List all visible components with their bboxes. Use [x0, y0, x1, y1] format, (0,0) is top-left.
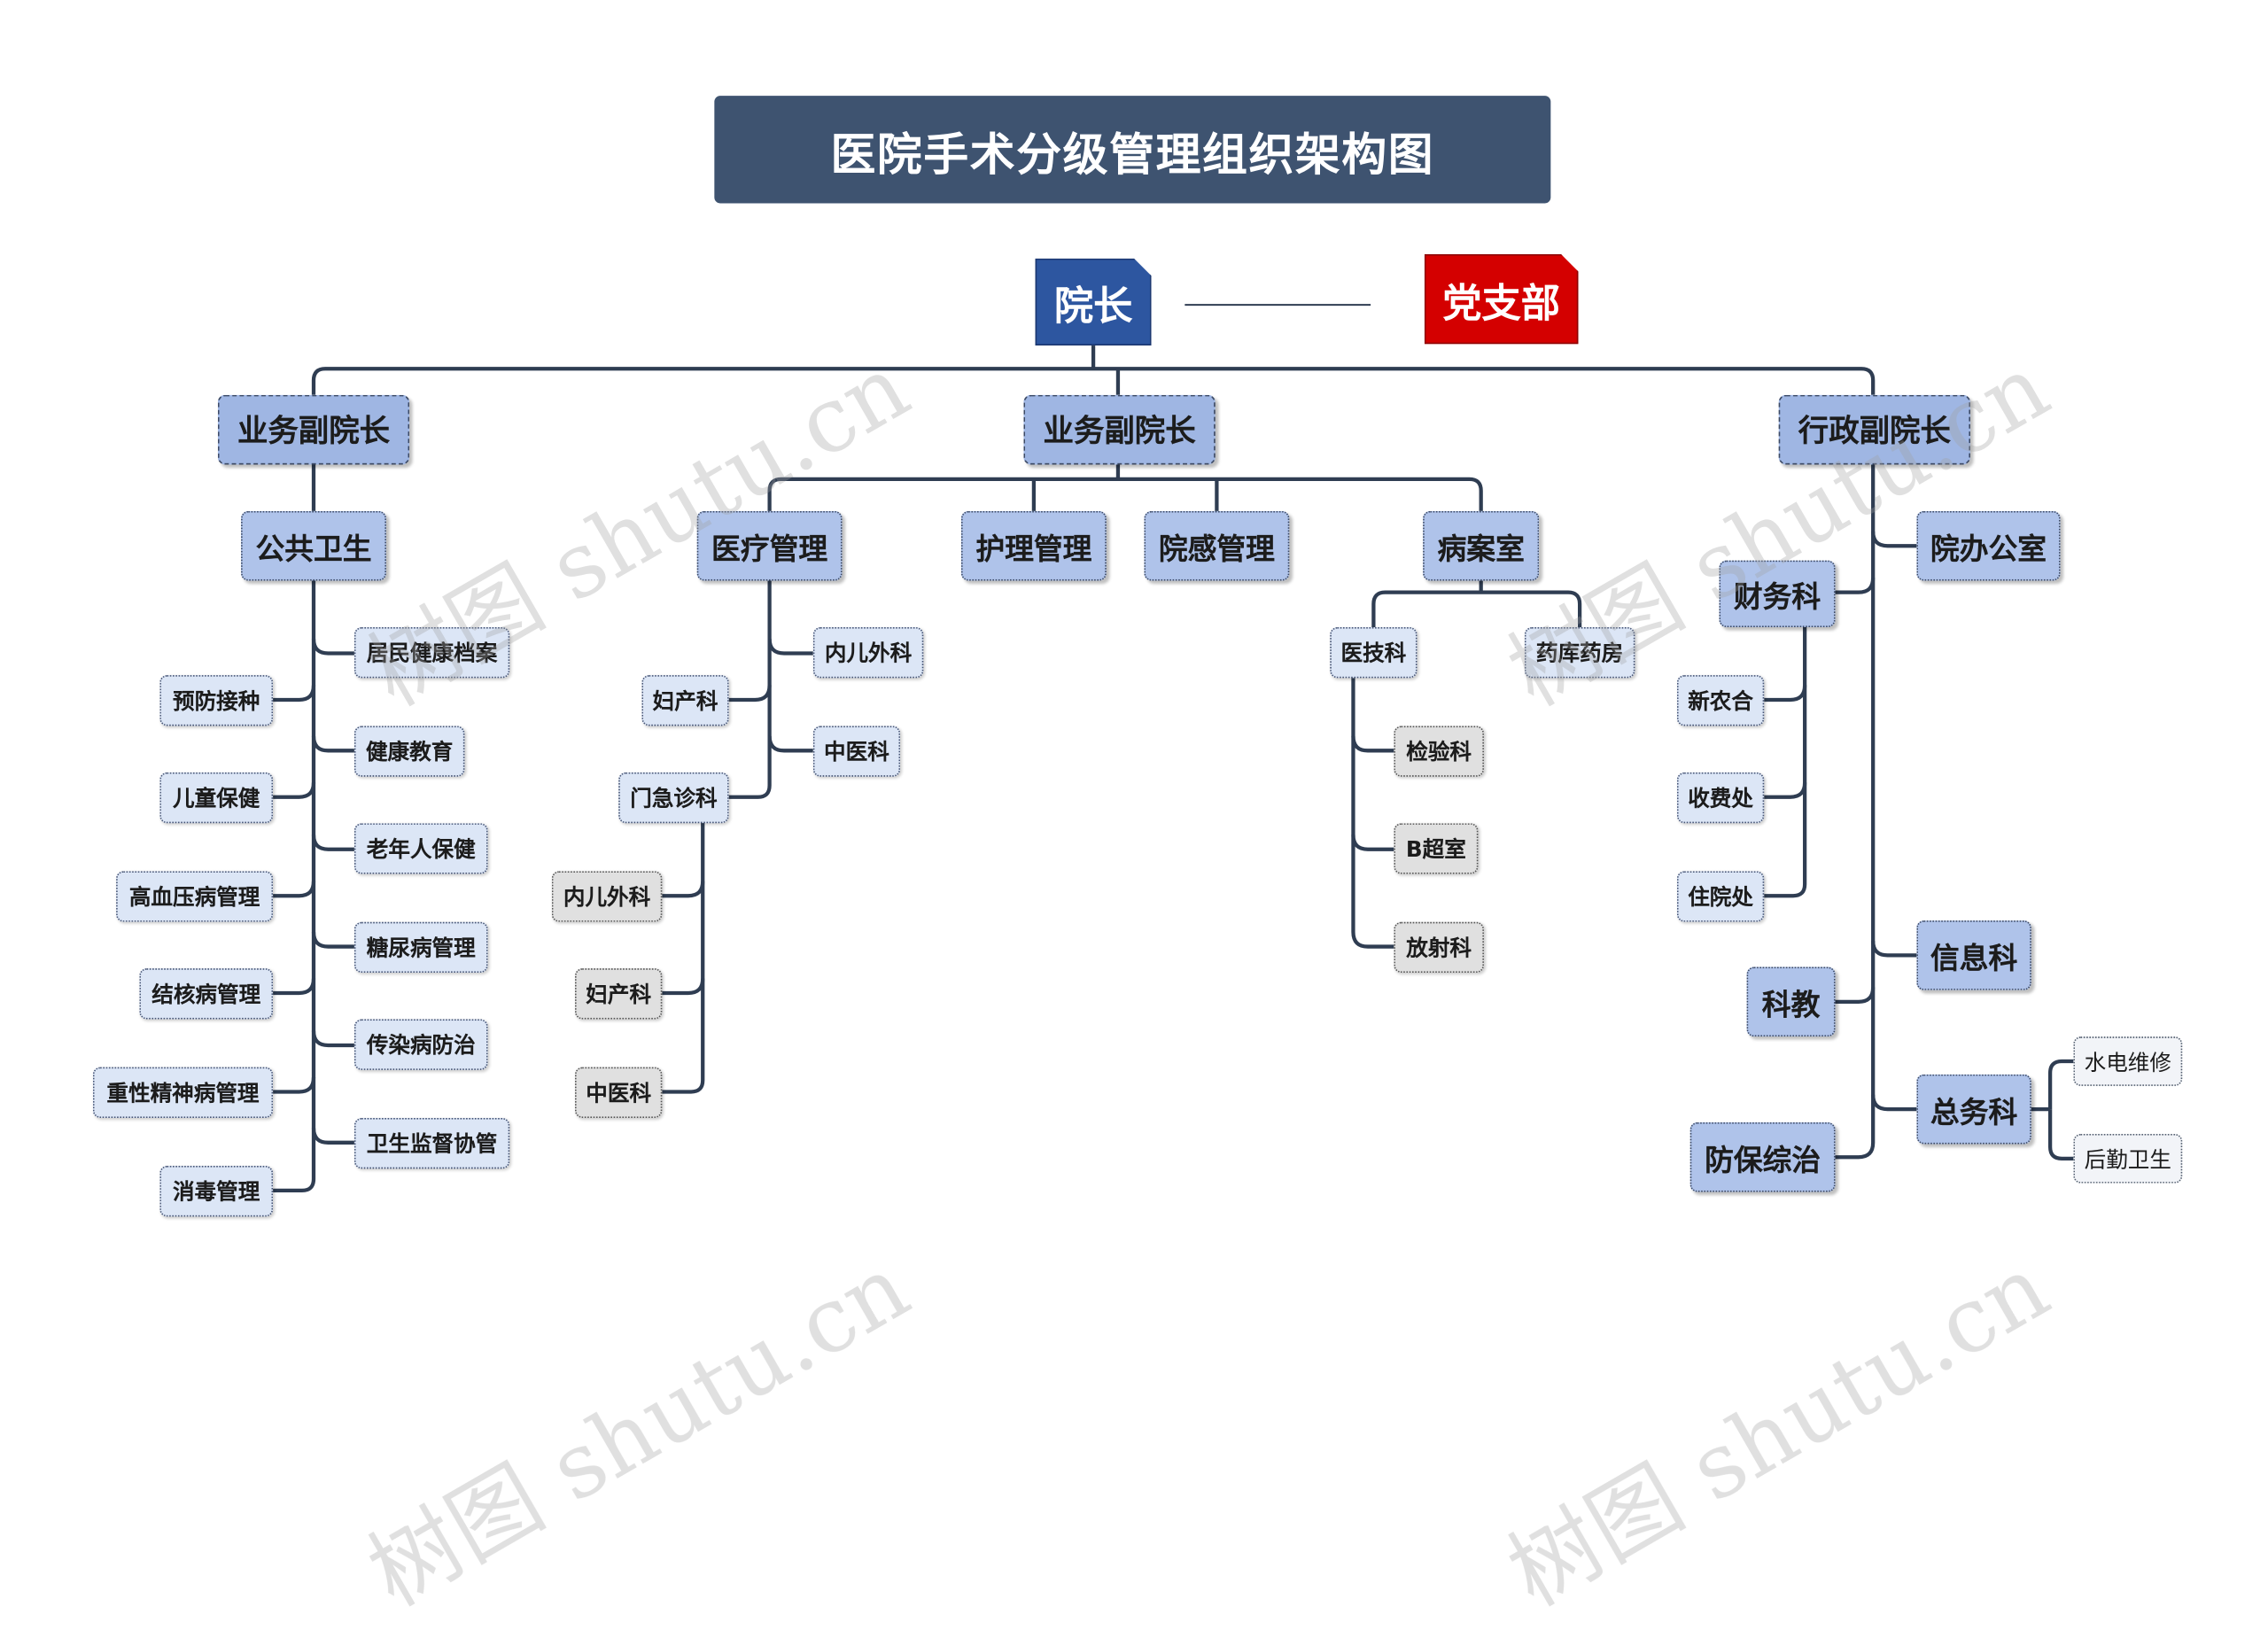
org-chart: 医院手术分级管理组织架构图 院长 党支部 业务副院长 业务副院长 行政副院长 公…	[92, 96, 2183, 1626]
president-node: 院长	[1036, 259, 1152, 345]
leaf-pharmacy: 药库药房	[1524, 627, 1635, 679]
dept-general-affairs: 总务科	[1916, 1074, 2031, 1145]
leaf-emergency-clinic: 门急诊科	[618, 772, 729, 824]
dept-infection-management: 院感管理	[1144, 510, 1290, 581]
dept-president-office: 院办公室	[1916, 510, 2061, 581]
leaf-diabetes: 糖尿病管理	[353, 921, 488, 974]
leaf-cashier: 收费处	[1676, 772, 1765, 824]
leaf-er-internal-pediatric-surgery: 内儿外科	[551, 871, 663, 922]
leaf-medical-technology: 医技科	[1330, 627, 1418, 679]
connector-lines	[273, 304, 2074, 1193]
dept-information: 信息科	[1916, 920, 2031, 990]
leaf-internal-pediatric-surgery: 内儿外科	[812, 627, 924, 679]
leaf-inpatient-office: 住院处	[1676, 871, 1765, 922]
leaf-child-care: 儿童保健	[159, 772, 274, 824]
leaf-hypertension: 高血压病管理	[116, 871, 274, 922]
party-branch-node: 党支部	[1425, 254, 1579, 345]
dept-public-health: 公共卫生	[241, 510, 386, 581]
leaf-er-tcm: 中医科	[575, 1067, 663, 1118]
leaf-mental-illness: 重性精神病管理	[92, 1067, 274, 1118]
dept-finance: 财务科	[1719, 560, 1836, 628]
leaf-health-supervision: 卫生监督协管	[353, 1117, 510, 1169]
vice-president-business-1: 业务副院长	[217, 394, 410, 465]
dept-medical-management: 医疗管理	[696, 510, 843, 581]
leaf-radiology: 放射科	[1394, 921, 1484, 974]
leaf-resident-health-records: 居民健康档案	[353, 627, 510, 679]
leaf-ultrasound: B超室	[1394, 823, 1479, 874]
dept-security-governance: 防保综治	[1689, 1122, 1836, 1192]
leaf-laboratory: 检验科	[1394, 726, 1484, 777]
leaf-tcm: 中医科	[812, 726, 901, 777]
leaf-utility-repair: 水电维修	[2073, 1036, 2183, 1086]
leaf-er-obstetrics: 妇产科	[575, 968, 663, 1020]
leaf-health-education: 健康教育	[353, 726, 465, 777]
leaf-infectious-disease: 传染病防治	[353, 1019, 488, 1070]
dept-medical-records: 病案室	[1423, 510, 1540, 581]
leaf-vaccination: 预防接种	[159, 675, 274, 726]
page-title: 医院手术分级管理组织架构图	[714, 96, 1551, 204]
dept-nursing-management: 护理管理	[960, 510, 1107, 581]
leaf-obstetrics-gynecology: 妇产科	[641, 675, 729, 726]
dept-research-education: 科教	[1746, 966, 1836, 1037]
leaf-disinfection: 消毒管理	[159, 1166, 274, 1217]
vice-president-business-2: 业务副院长	[1023, 394, 1216, 465]
vice-president-admin: 行政副院长	[1778, 394, 1970, 465]
leaf-tuberculosis: 结核病管理	[139, 968, 274, 1020]
leaf-elderly-care: 老年人保健	[353, 823, 488, 874]
leaf-rural-cooperative: 新农合	[1676, 675, 1765, 726]
leaf-logistics-hygiene: 后勤卫生	[2073, 1133, 2183, 1184]
